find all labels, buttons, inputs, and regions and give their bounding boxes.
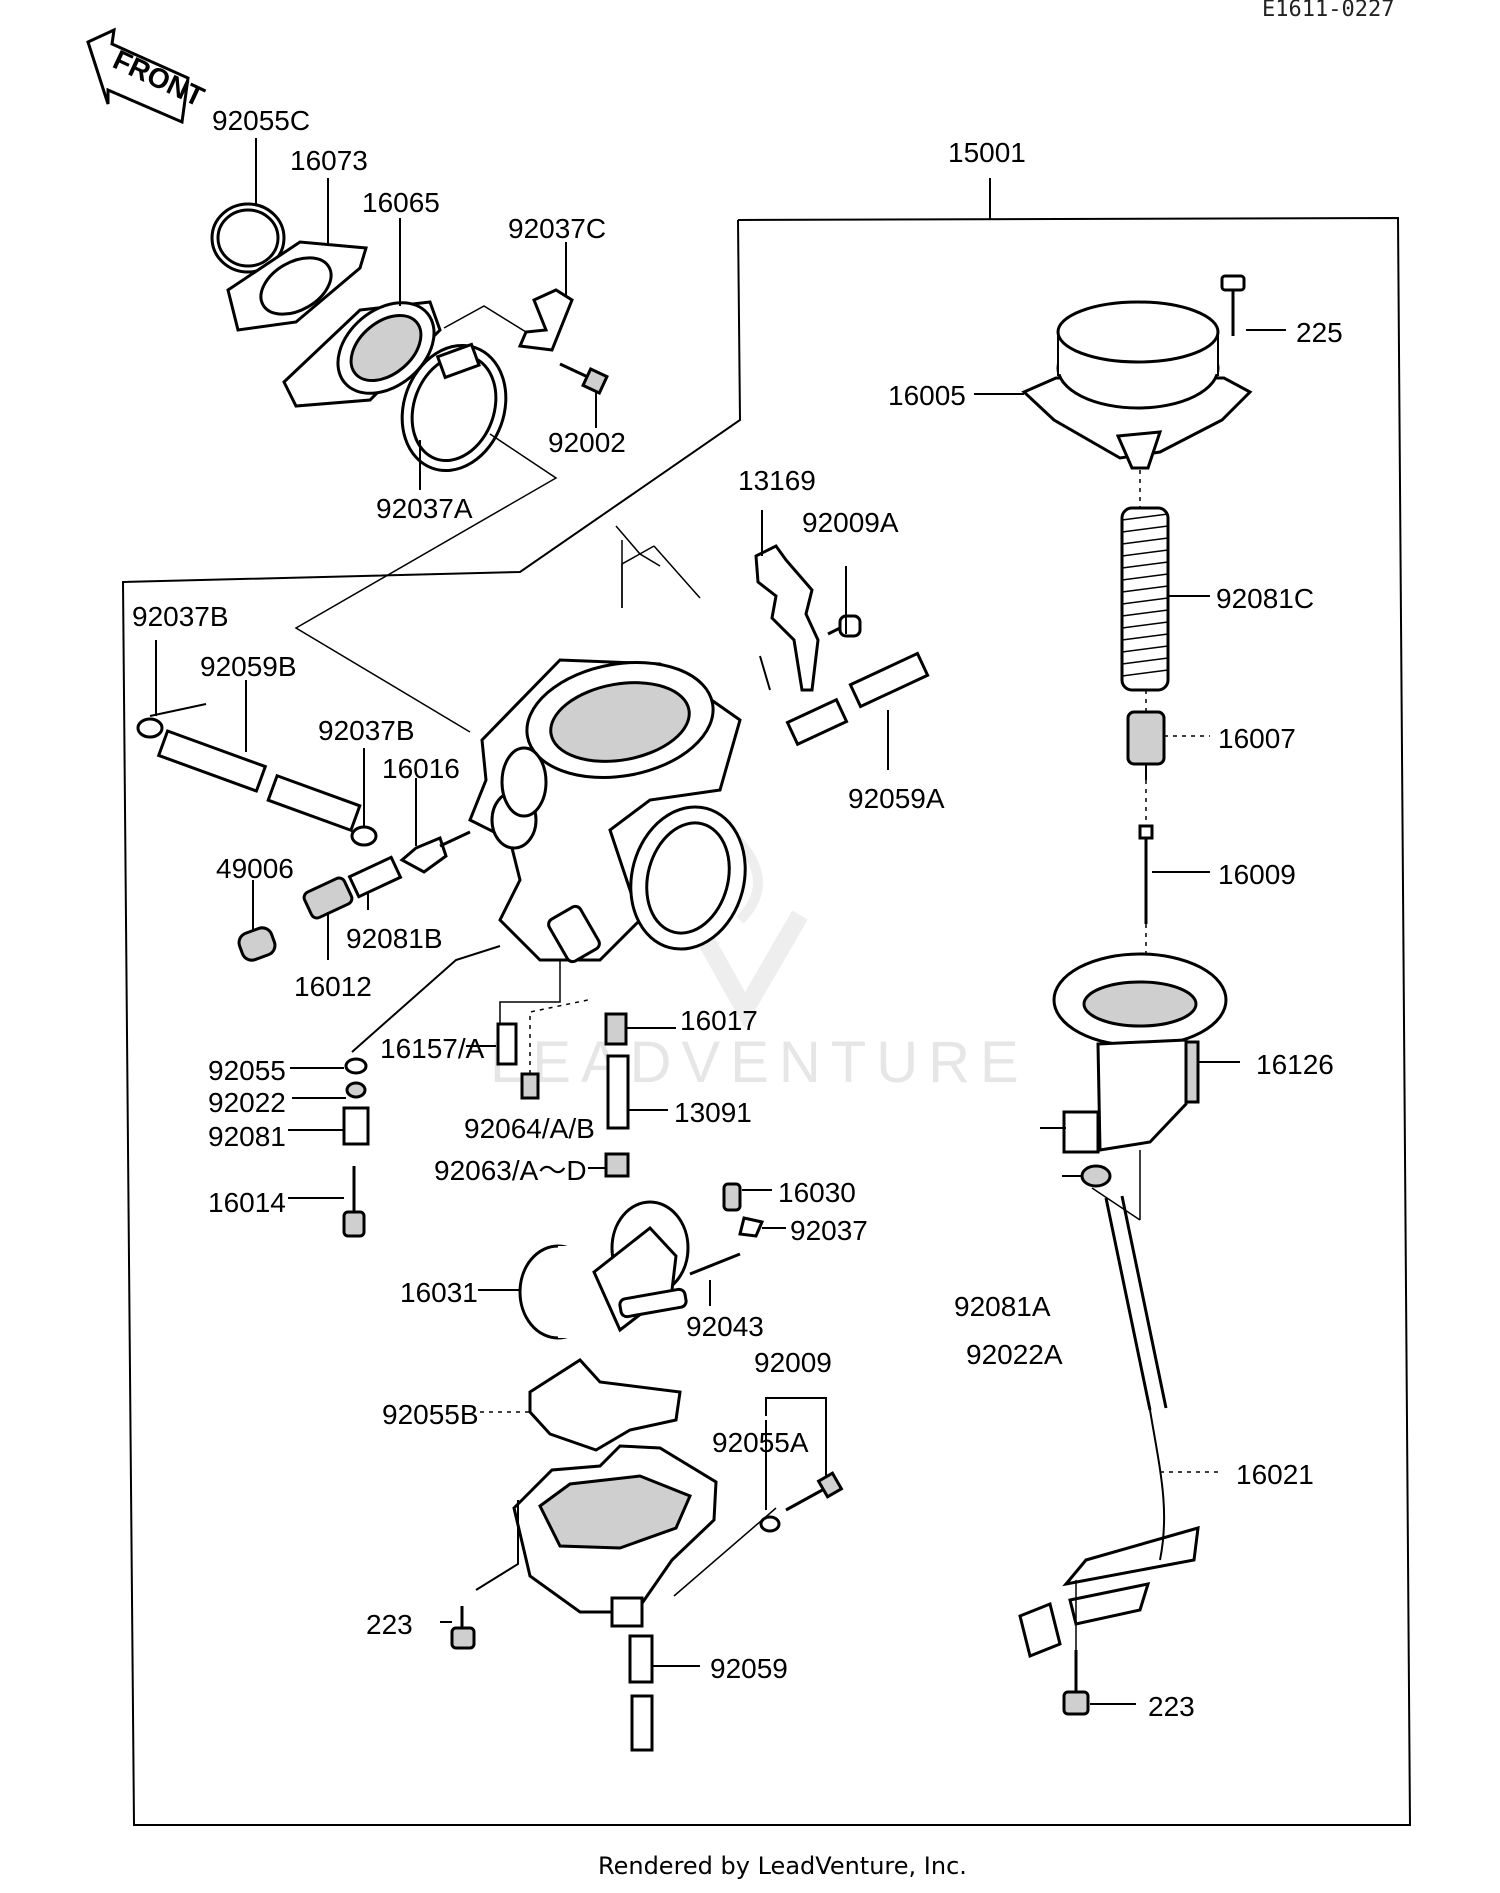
label-92009a: 92009A xyxy=(802,507,899,538)
label-92009: 92009 xyxy=(754,1347,832,1378)
label-16157: 16157/A xyxy=(380,1033,485,1064)
plunger-16016 xyxy=(399,830,471,874)
washer-92022 xyxy=(345,1081,367,1099)
nut-16012 xyxy=(302,876,354,920)
label-92055b: 92055B xyxy=(382,1399,479,1430)
label-92059: 92059 xyxy=(710,1653,788,1684)
gasket-92055b xyxy=(528,1358,682,1452)
label-223-right: 223 xyxy=(1148,1691,1195,1722)
label-16017: 16017 xyxy=(680,1005,758,1036)
label-16007: 16007 xyxy=(1218,723,1296,754)
lever-13169 xyxy=(754,544,820,692)
label-16126: 16126 xyxy=(1256,1049,1334,1080)
label-16030: 16030 xyxy=(778,1177,856,1208)
clamp-92037a xyxy=(400,342,508,473)
float-valve-16030 xyxy=(722,1182,742,1212)
hose-92059a xyxy=(785,651,930,747)
screw-225 xyxy=(1220,274,1246,336)
hose-92059 xyxy=(628,1634,654,1752)
label-16073: 16073 xyxy=(290,145,368,176)
label-16031: 16031 xyxy=(400,1277,478,1308)
screw-92009a xyxy=(827,614,862,638)
vacuum-piston-16126 xyxy=(1052,952,1228,1152)
pilot-screw-16014 xyxy=(342,1166,366,1238)
label-13091: 13091 xyxy=(674,1097,752,1128)
label-16065: 16065 xyxy=(362,187,440,218)
label-92037: 92037 xyxy=(790,1215,868,1246)
float-bowl xyxy=(512,1444,718,1628)
clip-92037b-1 xyxy=(136,717,164,739)
label-92022: 92022 xyxy=(208,1087,286,1118)
label-16021: 16021 xyxy=(1236,1459,1314,1490)
washer-92055a xyxy=(759,1515,781,1533)
jet-needle-16009 xyxy=(1138,824,1154,924)
label-13169: 13169 xyxy=(738,465,816,496)
clip-92037c xyxy=(517,288,574,352)
drawing-code: E1611-0227 xyxy=(1262,0,1394,22)
clip-92037 xyxy=(738,1216,765,1238)
label-92037b-2: 92037B xyxy=(318,715,415,746)
label-49006: 49006 xyxy=(216,853,294,884)
washer-92022a xyxy=(1080,1164,1112,1188)
label-92059b: 92059B xyxy=(200,651,297,682)
label-92055c: 92055C xyxy=(212,105,310,136)
label-92055: 92055 xyxy=(208,1055,286,1086)
o-ring-92055 xyxy=(344,1057,368,1075)
label-16005: 16005 xyxy=(888,380,966,411)
label-92081c: 92081C xyxy=(1216,583,1314,614)
label-225: 225 xyxy=(1296,317,1343,348)
assembly-outline xyxy=(121,216,1412,1826)
label-92081b: 92081B xyxy=(346,923,443,954)
label-16012: 16012 xyxy=(294,971,372,1002)
credit-text: Rendered by LeadVenture, Inc. xyxy=(598,1852,967,1880)
label-16016: 16016 xyxy=(382,753,460,784)
label-92081a: 92081A xyxy=(954,1291,1051,1322)
screw-223-left xyxy=(450,1606,476,1650)
label-92037b-1: 92037B xyxy=(132,601,229,632)
watermark-text: LEADVENTURE xyxy=(490,1030,1029,1095)
spring-92081a xyxy=(1062,1110,1100,1154)
label-15001: 15001 xyxy=(948,137,1026,168)
label-92037a: 92037A xyxy=(376,493,473,524)
label-92022a: 92022A xyxy=(966,1339,1063,1370)
spring-92081c xyxy=(1120,506,1170,692)
pin-92043 xyxy=(689,1252,741,1276)
carburetor-body xyxy=(468,658,747,964)
spring-92081b xyxy=(347,855,403,899)
float-16031 xyxy=(518,1200,690,1340)
label-92064: 92064/A/B xyxy=(464,1113,595,1144)
spring-seat-16007 xyxy=(1126,710,1166,780)
screw-223-right xyxy=(1062,1650,1090,1716)
label-92043: 92043 xyxy=(686,1311,764,1342)
front-arrow-icon: FRONT xyxy=(86,27,209,125)
label-16014: 16014 xyxy=(208,1187,286,1218)
main-jet-92063 xyxy=(604,1152,630,1178)
screw-92002 xyxy=(559,362,609,395)
label-92055a: 92055A xyxy=(712,1427,809,1458)
top-cover-16005 xyxy=(1021,300,1253,470)
drain-screw-92009 xyxy=(785,1471,844,1512)
cap-49006 xyxy=(237,926,277,962)
jet-16017 xyxy=(604,1012,628,1046)
carb-holder-16065 xyxy=(282,300,442,408)
label-92059a: 92059A xyxy=(848,783,945,814)
label-92081: 92081 xyxy=(208,1121,286,1152)
label-92063: 92063/A～D xyxy=(434,1155,587,1186)
label-223-left: 223 xyxy=(366,1609,413,1640)
pilot-jet-16157 xyxy=(496,1022,518,1066)
hose-92059b xyxy=(156,729,362,833)
jet-92064 xyxy=(520,1072,540,1100)
label-92002: 92002 xyxy=(548,427,626,458)
label-16009: 16009 xyxy=(1218,859,1296,890)
throttle-stop-16021 xyxy=(1018,1195,1200,1659)
label-92037c: 92037C xyxy=(508,213,606,244)
needle-jet-13091 xyxy=(606,1054,630,1130)
spring-92081 xyxy=(342,1106,370,1146)
clip-92037b-2 xyxy=(350,825,378,847)
